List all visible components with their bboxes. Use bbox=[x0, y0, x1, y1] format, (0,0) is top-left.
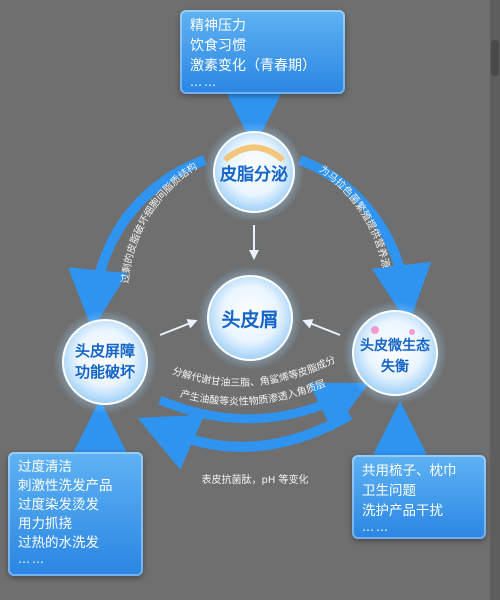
left-box-line: 过度染发烫发 bbox=[18, 497, 99, 513]
scrollbar-thumb[interactable] bbox=[491, 40, 499, 76]
left-box-line: 过热的水洗发 bbox=[18, 535, 99, 551]
left-box-line: 用力抓挠 bbox=[18, 516, 72, 532]
arc-bottom-label: 表皮抗菌肽，pH 等变化 bbox=[201, 473, 308, 486]
node-microbiome: 头皮微生态 失衡 bbox=[343, 301, 447, 405]
left-box-more: …… bbox=[18, 552, 46, 566]
arc-arrow-bottom bbox=[137, 410, 353, 470]
top-box-line: 精神压力 bbox=[190, 18, 246, 34]
pointer-right-center bbox=[302, 319, 341, 336]
left-cause-box: 过度清洁 刺激性洗发产品 过度染发烫发 用力抓挠 过热的水洗发 …… bbox=[8, 452, 143, 576]
node-microbiome-line1: 头皮微生态 bbox=[360, 337, 430, 354]
node-barrier: 头皮屏障 功能破坏 bbox=[53, 310, 157, 414]
pointer-left-center bbox=[159, 319, 198, 336]
node-sebum: 皮脂分泌 bbox=[204, 122, 304, 222]
left-box-line: 刺激性洗发产品 bbox=[18, 478, 113, 494]
right-box-line: 洗护产品干扰 bbox=[362, 503, 443, 519]
node-barrier-line1: 头皮屏障 bbox=[75, 342, 135, 360]
node-barrier-line2: 功能破坏 bbox=[75, 363, 135, 381]
vertical-scrollbar[interactable] bbox=[490, 0, 500, 600]
right-cause-box: 共用梳子、枕巾 卫生问题 洗护产品干扰 …… bbox=[352, 455, 486, 539]
node-dandruff: 头皮屑 bbox=[198, 266, 302, 370]
right-box-line: 卫生问题 bbox=[362, 483, 416, 499]
left-box-line: 过度清洁 bbox=[18, 459, 72, 475]
node-dandruff-label: 头皮屑 bbox=[221, 308, 278, 331]
arc-left-label: 过剩的皮脂破坏细胞间脂质结构 bbox=[118, 160, 199, 284]
right-box-line: 共用梳子、枕巾 bbox=[362, 463, 457, 479]
right-box-more: …… bbox=[362, 520, 390, 534]
top-box-line: 激素变化（青春期） bbox=[190, 58, 316, 74]
top-box-line: 饮食习惯 bbox=[190, 38, 246, 54]
node-sebum-label: 皮脂分泌 bbox=[220, 164, 288, 185]
top-cause-box: 精神压力 饮食习惯 激素变化（青春期） …… bbox=[180, 10, 345, 94]
arc-arrow-center bbox=[158, 382, 370, 432]
arc-arrow-right bbox=[298, 155, 432, 325]
arc-right-label: 为马拉色菌繁殖提供营养源 bbox=[317, 163, 393, 269]
node-microbiome-line2: 失衡 bbox=[381, 358, 409, 375]
top-box-more: …… bbox=[190, 75, 218, 89]
arc-arrow-left bbox=[68, 155, 207, 330]
